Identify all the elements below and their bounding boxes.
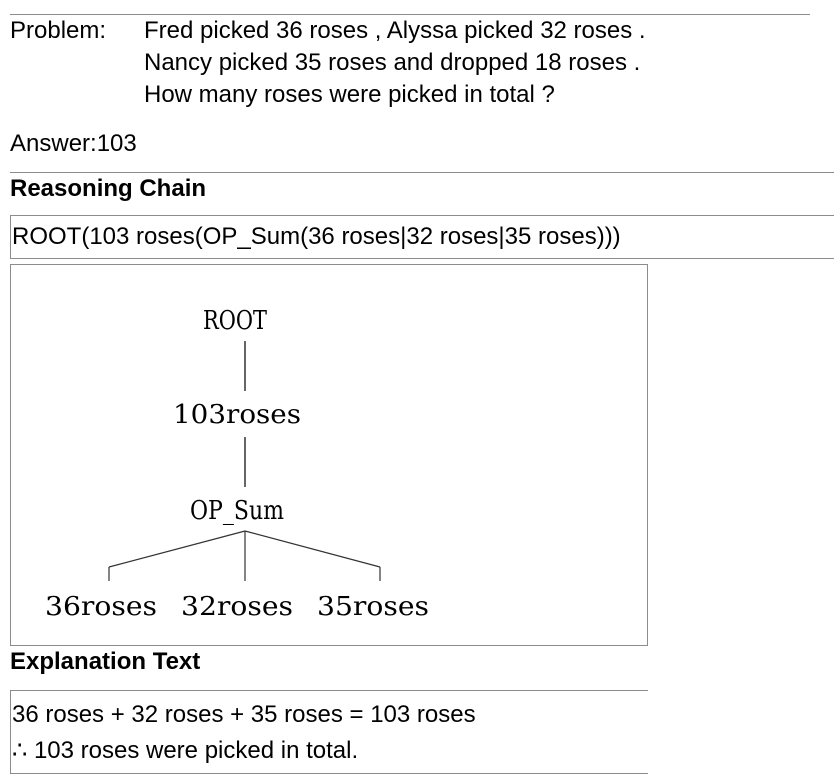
explanation-line-1: 36 roses + 32 roses + 35 roses = 103 ros… xyxy=(12,701,476,728)
edge-op-leaf3 xyxy=(244,530,381,568)
problem-text: Fred picked 36 roses , Alyssa picked 32 … xyxy=(144,15,810,111)
tree-node-leaf-36roses: 36roses xyxy=(45,592,157,622)
problem-label: Problem: xyxy=(10,17,107,44)
tree-svg: ROOT 103roses OP_Sum 36roses 32roses 35r… xyxy=(45,306,429,622)
problem-line-1: Fred picked 36 roses , Alyssa picked 32 … xyxy=(144,17,646,44)
problem-line-2: Nancy picked 35 roses and dropped 18 ros… xyxy=(144,49,641,76)
tree-node-leaf-32roses: 32roses xyxy=(181,592,293,622)
problem-row: Problem: Fred picked 36 roses , Alyssa p… xyxy=(10,15,810,111)
explanation-text-heading: Explanation Text xyxy=(10,645,648,678)
explanation-box: 36 roses + 32 roses + 35 roses = 103 ros… xyxy=(10,690,648,774)
tree-node-leaf-35roses: 35roses xyxy=(317,592,429,622)
answer-text: Answer:103 xyxy=(10,130,137,157)
tree-node-result: 103roses xyxy=(173,400,301,430)
problem-block: Problem: Fred picked 36 roses , Alyssa p… xyxy=(10,14,810,111)
tree-node-op-sum: OP_Sum xyxy=(190,496,284,526)
reasoning-chain-heading: Reasoning Chain xyxy=(10,172,834,205)
explanation-line-2: ∴ 103 roses were picked in total. xyxy=(12,737,359,764)
reasoning-chain-box: ROOT(103 roses(OP_Sum(36 roses|32 roses|… xyxy=(10,215,834,259)
problem-line-3: How many roses were picked in total ? xyxy=(144,81,555,108)
tree-node-root: ROOT xyxy=(203,306,268,336)
edge-op-leaf1 xyxy=(108,530,246,568)
reasoning-chain-text: ROOT(103 roses(OP_Sum(36 roses|32 roses|… xyxy=(12,223,621,250)
reasoning-tree-diagram: ROOT 103roses OP_Sum 36roses 32roses 35r… xyxy=(10,264,648,646)
